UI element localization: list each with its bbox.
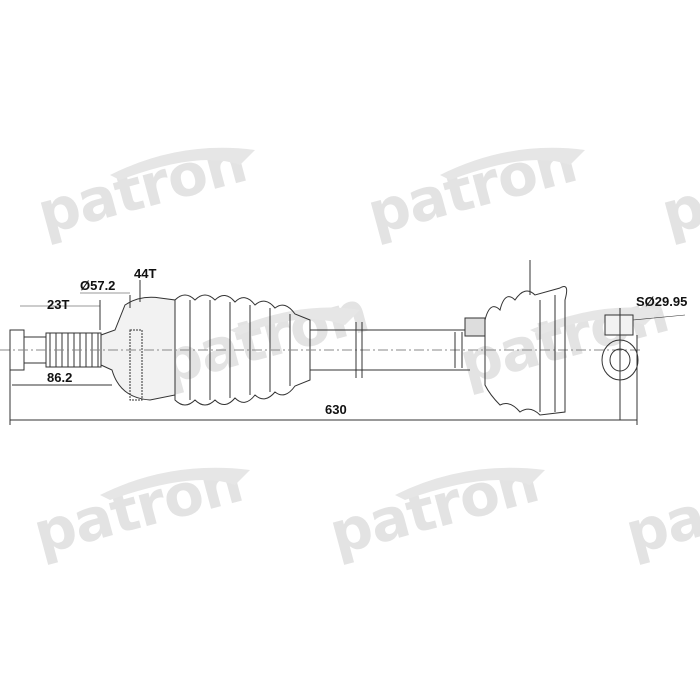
dim-inner-ball-diameter: SØ29.95 [636,294,688,309]
dim-outer-splines: 23T [47,297,70,312]
watermark-swoosh-icon [100,147,660,500]
dim-outer-diameter: Ø57.2 [80,278,116,293]
dim-overall-length: 630 [325,402,347,417]
dim-outer-length: 86.2 [47,370,73,385]
dim-abs-ring-teeth: 44T [134,266,157,281]
